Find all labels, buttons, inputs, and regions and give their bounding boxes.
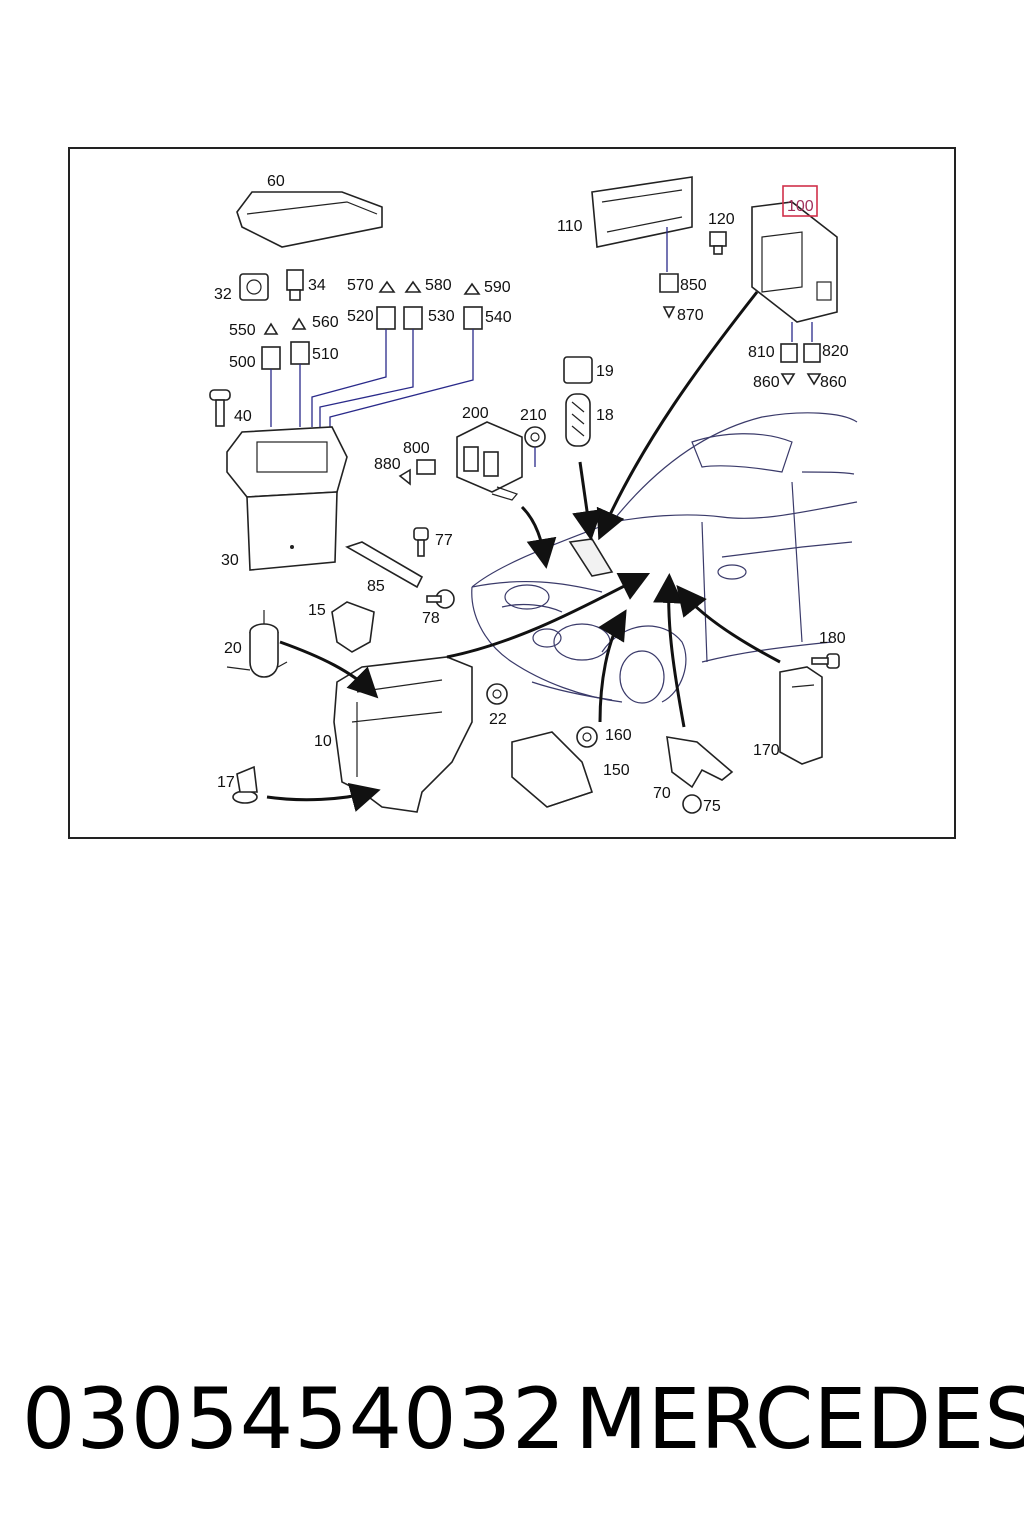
- label-160: 160: [605, 727, 632, 744]
- label-20: 20: [224, 640, 242, 657]
- label-170: 170: [753, 742, 780, 759]
- diagram-frame: 60 110 120 100 32 34 570 580 590 550 560…: [68, 147, 956, 839]
- label-800: 800: [403, 440, 430, 457]
- label-75: 75: [703, 798, 721, 815]
- label-30: 30: [221, 552, 239, 569]
- part-200-relay: [456, 421, 523, 501]
- part-75-clip: [682, 794, 702, 814]
- label-550: 550: [229, 322, 256, 339]
- label-590: 590: [484, 279, 511, 296]
- part-30-fuse-box: [226, 426, 348, 571]
- label-40: 40: [234, 408, 252, 425]
- part-85-bracket: [345, 541, 424, 589]
- label-70: 70: [653, 785, 671, 802]
- part-32-relay: [239, 273, 269, 301]
- part-70-bracket: [666, 736, 734, 789]
- label-570: 570: [347, 277, 374, 294]
- label-32: 32: [214, 286, 232, 303]
- label-810: 810: [748, 344, 775, 361]
- part-19-clip: [563, 356, 593, 384]
- label-22: 22: [489, 711, 507, 728]
- part-120-bolt: [709, 231, 727, 255]
- label-860-right: 860: [820, 374, 847, 391]
- label-78: 78: [422, 610, 440, 627]
- part-150-bracket: [511, 731, 594, 808]
- label-200: 200: [462, 405, 489, 422]
- label-85: 85: [367, 578, 385, 595]
- part-number: 0305454032: [22, 1370, 567, 1468]
- part-17-cap: [232, 765, 258, 804]
- label-880: 880: [374, 456, 401, 473]
- part-160-nut: [576, 726, 598, 748]
- installed-module: [568, 538, 614, 577]
- label-10: 10: [314, 733, 332, 750]
- part-180-screw: [811, 653, 840, 669]
- part-880-plug: [398, 468, 411, 486]
- car-outline: [471, 412, 858, 704]
- parts-diagram: 60 110 120 100 32 34 570 580 590 550 560…: [209, 173, 858, 815]
- part-100-module: [751, 201, 838, 342]
- part-800-connector: [416, 459, 436, 475]
- label-34: 34: [308, 277, 326, 294]
- label-560: 560: [312, 314, 339, 331]
- label-120: 120: [708, 211, 735, 228]
- label-580: 580: [425, 277, 452, 294]
- label-100: 100: [787, 198, 814, 215]
- label-540: 540: [485, 309, 512, 326]
- label-820: 820: [822, 343, 849, 360]
- footer: 0305454032 MERCEDES: [0, 1370, 1024, 1470]
- part-22-grommet: [486, 683, 508, 705]
- part-34-relay: [286, 269, 304, 301]
- part-110-module: [591, 176, 693, 272]
- part-15-bracket: [331, 601, 375, 653]
- label-860-left: 860: [753, 374, 780, 391]
- label-15: 15: [308, 602, 326, 619]
- part-60-cover: [236, 191, 383, 248]
- part-18-grommet: [565, 393, 591, 447]
- part-77-screw: [413, 527, 429, 557]
- label-19: 19: [596, 363, 614, 380]
- part-20-pump: [226, 610, 288, 678]
- part-10-reservoir: [333, 656, 473, 813]
- part-210-nut: [524, 426, 546, 467]
- label-18: 18: [596, 407, 614, 424]
- fuse-connectors: [261, 273, 822, 386]
- label-850: 850: [680, 277, 707, 294]
- label-510: 510: [312, 346, 339, 363]
- assembly-arrows: [266, 291, 781, 812]
- label-870: 870: [677, 307, 704, 324]
- label-77: 77: [435, 532, 453, 549]
- brand-name: MERCEDES: [575, 1370, 1024, 1468]
- label-180: 180: [819, 630, 846, 647]
- part-78-screw: [426, 589, 455, 609]
- part-40-screw: [209, 389, 231, 427]
- label-210: 210: [520, 407, 547, 424]
- label-60: 60: [267, 173, 285, 190]
- label-17: 17: [217, 774, 235, 791]
- label-530: 530: [428, 308, 455, 325]
- label-110: 110: [557, 218, 583, 235]
- label-520: 520: [347, 308, 374, 325]
- connector-wires: [270, 329, 474, 432]
- part-100-highlight-box: [782, 185, 818, 217]
- part-170-module: [779, 666, 823, 765]
- label-150: 150: [603, 762, 630, 779]
- label-500: 500: [229, 354, 256, 371]
